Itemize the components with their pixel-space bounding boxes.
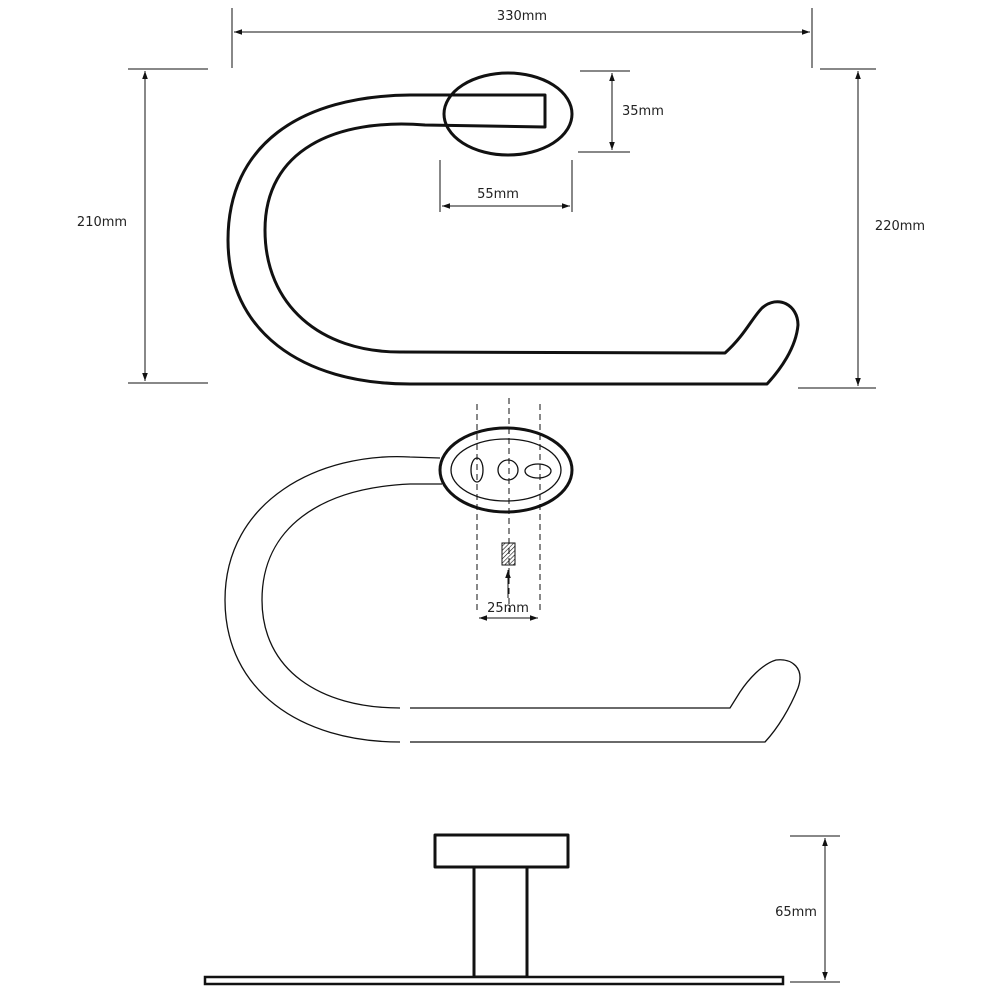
center-hole	[497, 459, 519, 481]
label-fixing-spacing: 25mm	[487, 601, 529, 616]
dimension-height-left: 210mm	[77, 68, 208, 384]
dimension-base-width: 55mm	[439, 160, 573, 212]
side-view	[203, 833, 785, 986]
dimension-overall-width: 330mm	[231, 8, 813, 68]
front-base-plate	[442, 71, 574, 157]
dimension-height-right: 220mm	[798, 68, 925, 389]
label-height-left: 210mm	[77, 215, 127, 230]
dimension-projection: 65mm	[775, 835, 840, 983]
side-base-cap	[433, 833, 570, 869]
label-projection: 65mm	[775, 905, 817, 920]
dimension-base-height: 35mm	[578, 70, 664, 153]
side-post	[472, 865, 529, 979]
rear-view	[224, 398, 801, 743]
label-height-right: 220mm	[875, 219, 925, 234]
dimension-fixing-spacing: 25mm	[479, 601, 538, 621]
fixing-slot-right	[524, 463, 552, 479]
rear-ring	[224, 456, 801, 743]
label-base-width: 55mm	[477, 187, 519, 202]
side-ring-bar	[203, 975, 785, 986]
label-base-height: 35mm	[622, 104, 664, 119]
rear-base-plate	[438, 426, 574, 514]
front-ring	[226, 93, 800, 386]
front-view	[226, 71, 800, 386]
label-overall-width: 330mm	[497, 9, 547, 24]
wall-plug-icon	[501, 542, 516, 566]
